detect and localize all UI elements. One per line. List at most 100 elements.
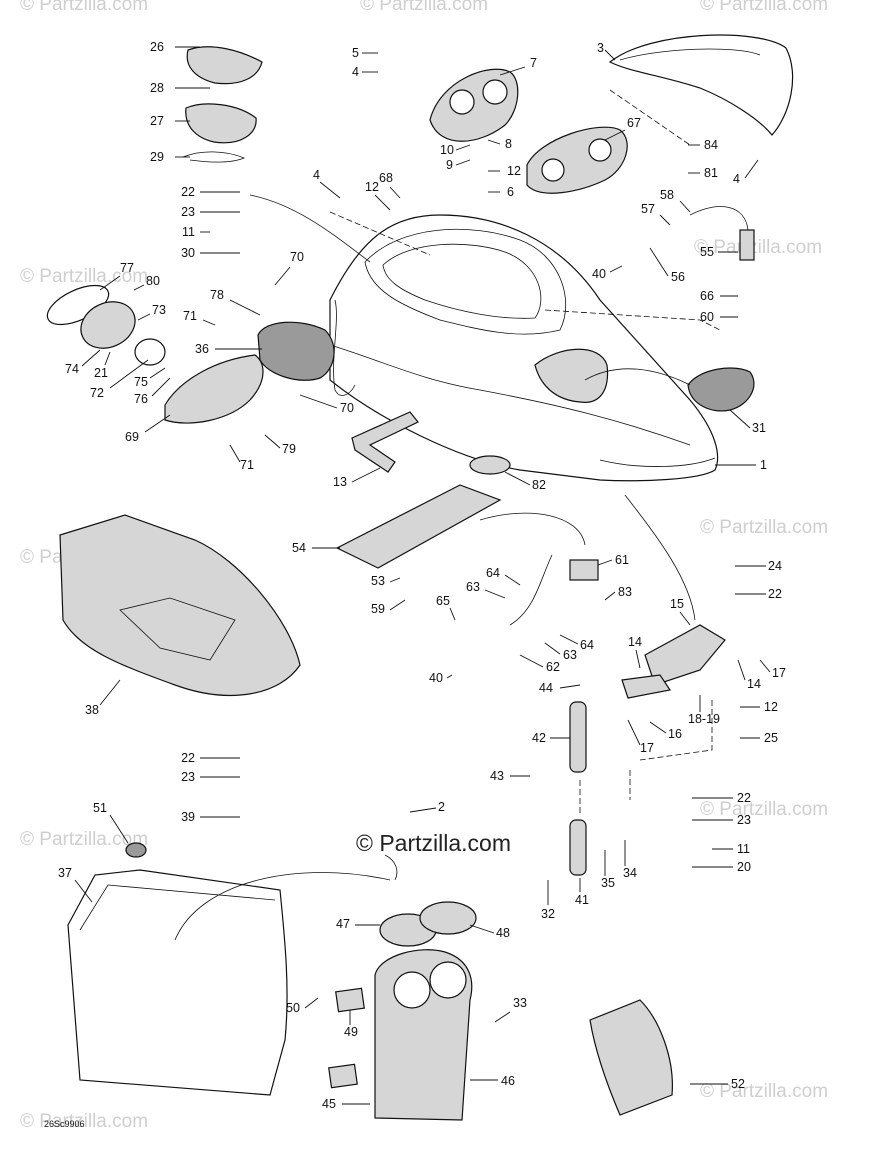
- callout-number: 31: [752, 421, 766, 435]
- callout-number: 55: [700, 245, 714, 259]
- callout-number: 23: [737, 813, 751, 827]
- callout-number: 42: [532, 731, 546, 745]
- watermark: © Partzilla.com: [700, 799, 828, 820]
- lid-48-part: [419, 901, 477, 935]
- rear-bracket-part: [186, 46, 263, 85]
- side-panel-part: [164, 354, 264, 424]
- callout-leader-line: [109, 814, 129, 844]
- callout-leader-line: [449, 607, 456, 621]
- callout-number: 50: [286, 1001, 300, 1015]
- callout-number: 37: [58, 866, 72, 880]
- watermark: © Partzilla.com: [700, 1081, 828, 1102]
- callout-number: 24: [768, 559, 782, 573]
- callout-number: 61: [615, 553, 629, 567]
- callout-leader-line: [151, 377, 171, 397]
- callout-leader-line: [446, 674, 453, 679]
- watermark: © Partzilla.com: [20, 829, 148, 850]
- callout-number: 78: [210, 288, 224, 302]
- callout-leader-line: [99, 275, 121, 291]
- callout-leader-line: [74, 879, 93, 903]
- callout-number: 36: [195, 342, 209, 356]
- callout-number: 15: [670, 597, 684, 611]
- callout-number: 68: [379, 171, 393, 185]
- callout-leader-line: [499, 66, 526, 76]
- damper-41-part: [569, 819, 587, 876]
- callout-leader-line: [374, 194, 391, 211]
- callout-number: 10: [440, 143, 454, 157]
- callout-number: 20: [737, 860, 751, 874]
- callout-leader-line: [319, 181, 341, 199]
- callout-number: 1: [760, 458, 767, 472]
- callout-leader-line: [99, 679, 121, 706]
- part-drawings: [46, 34, 794, 1121]
- callout-leader-line: [229, 444, 241, 463]
- callout-leader-line: [389, 599, 406, 611]
- callout-number: 63: [466, 580, 480, 594]
- callout-leader-line: [604, 591, 616, 601]
- callout-leader-line: [104, 351, 111, 366]
- callout-leader-line: [487, 139, 501, 145]
- gauge-housing-part: [526, 126, 628, 194]
- callout-number: 23: [181, 205, 195, 219]
- rear-base-part: [185, 103, 257, 144]
- callout-number: 12: [764, 700, 778, 714]
- watermark: © Partzilla.com: [20, 0, 148, 15]
- windshield-part: [608, 34, 794, 136]
- callout-number: 46: [501, 1074, 515, 1088]
- callout-leader-line: [469, 924, 495, 934]
- damper-42-part: [569, 701, 587, 773]
- callout-number: 4: [352, 65, 359, 79]
- tool-kit-part: [589, 999, 673, 1116]
- callout-number: 80: [146, 274, 160, 288]
- callout-leader-line: [133, 284, 145, 291]
- callout-number: 22: [181, 185, 195, 199]
- diagram-code: 26Sc9906: [44, 1119, 85, 1129]
- callout-number: 13: [333, 475, 347, 489]
- callout-number: 34: [623, 866, 637, 880]
- callout-number: 21: [94, 366, 108, 380]
- callout-leader-line: [144, 414, 171, 433]
- callout-leader-line: [649, 247, 669, 277]
- callout-number: 84: [704, 138, 718, 152]
- watermark: © Partzilla.com: [700, 517, 828, 538]
- side-handle-part: [257, 321, 335, 381]
- callout-number: 40: [429, 671, 443, 685]
- callout-number: 70: [340, 401, 354, 415]
- callout-leader-line: [627, 719, 641, 746]
- callout-number: 22: [181, 751, 195, 765]
- callout-leader-line: [744, 159, 759, 179]
- callout-number: 17: [772, 666, 786, 680]
- callout-number: 71: [240, 458, 254, 472]
- callout-number: 30: [181, 246, 195, 260]
- callout-number: 11: [182, 225, 195, 239]
- callout-number: 2: [438, 800, 445, 814]
- callout-number: 49: [344, 1025, 358, 1039]
- callout-number: 64: [580, 638, 594, 652]
- watermarks: © Partzilla.com © Partzilla.com © Partzi…: [20, 0, 828, 1132]
- callout-leader-line: [597, 559, 613, 566]
- callout-number: 59: [371, 602, 385, 616]
- callout-number: 63: [563, 648, 577, 662]
- callout-number: 17: [640, 741, 654, 755]
- callout-number: 70: [290, 250, 304, 264]
- callout-number: 69: [125, 430, 139, 444]
- callout-leader-line: [202, 319, 216, 326]
- callout-number: 76: [134, 392, 148, 406]
- callout-number: 26: [150, 40, 164, 54]
- callout-leader-line: [494, 1011, 511, 1023]
- callout-number: 14: [628, 635, 642, 649]
- callout-number: 73: [152, 303, 166, 317]
- cover-31-part: [687, 367, 755, 412]
- callout-number: 47: [336, 917, 350, 931]
- callout-number: 14: [747, 677, 761, 691]
- knob-51-part: [125, 842, 147, 858]
- copyright-watermark: © Partzilla.com: [356, 830, 511, 856]
- callout-leader-line: [544, 642, 561, 655]
- callout-number: 64: [486, 566, 500, 580]
- vent-grille-part: [80, 301, 136, 349]
- callout-number: 74: [65, 362, 79, 376]
- callout-leader-line: [229, 299, 261, 316]
- callout-number: 51: [93, 801, 107, 815]
- callout-number: 52: [731, 1077, 745, 1091]
